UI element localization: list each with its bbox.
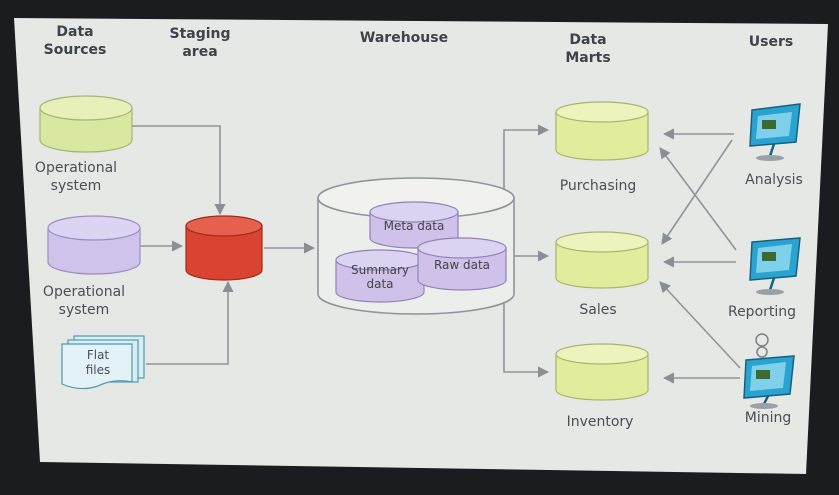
arrow-flat-to-staging [146, 280, 234, 365]
raw-data-label: Raw data [433, 258, 491, 273]
summary-data-cylinder [335, 249, 425, 303]
arrow-reporting-to-purchasing [659, 147, 737, 251]
sales-mart-cylinder [555, 231, 649, 289]
header-users: Users [748, 34, 794, 50]
header-warehouse: Warehouse [359, 30, 449, 46]
analysis-label: Analysis [745, 172, 803, 188]
connector-lines [132, 124, 741, 384]
mining-monitor-icon [743, 333, 795, 409]
arrow-analysis-to-sales [661, 139, 733, 245]
inventory-label: Inventory [566, 414, 634, 430]
reporting-label: Reporting [727, 304, 797, 320]
arrow-mining-to-sales [659, 281, 741, 369]
mining-label: Mining [744, 410, 792, 426]
meta-data-cylinder [369, 201, 459, 249]
operational-system-2-cylinder [47, 215, 141, 275]
raw-data-cylinder [417, 237, 507, 291]
purchasing-label: Purchasing [559, 178, 637, 194]
inventory-mart-cylinder [555, 343, 649, 401]
purchasing-mart-cylinder [555, 101, 649, 161]
sales-label: Sales [579, 302, 617, 318]
flat-files-icon [61, 335, 145, 390]
meta-data-label: Meta data [383, 219, 445, 234]
arrow-op1-to-staging [132, 125, 226, 216]
staging-area-cylinder [185, 215, 263, 281]
operational-system-1-cylinder [39, 95, 133, 153]
analysis-monitor-icon [749, 103, 801, 161]
reporting-monitor-icon [749, 237, 801, 295]
